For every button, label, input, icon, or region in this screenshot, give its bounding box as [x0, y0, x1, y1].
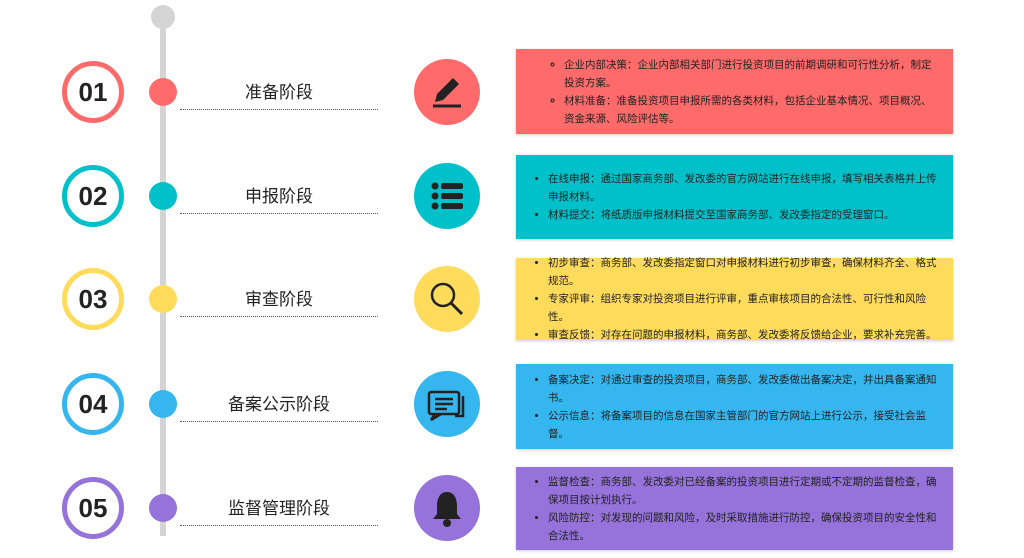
detail-item: 企业内部决策：企业内部相关部门进行投资项目的前期调研和可行性分析，制定投资方案。: [564, 56, 941, 92]
stage-number-badge: 05: [62, 477, 124, 539]
timeline-dot: [149, 494, 177, 522]
stage-title: 申报阶段: [180, 182, 378, 214]
stage-number-badge: 04: [62, 373, 124, 435]
pencil-icon: [414, 59, 480, 125]
stage-title: 监督管理阶段: [180, 494, 378, 526]
message-icon: [414, 371, 480, 437]
detail-item: 初步审查：商务部、发改委指定窗口对申报材料进行初步审查，确保材料齐全、格式规范。: [548, 254, 941, 290]
detail-item: 专家评审：组织专家对投资项目进行评审，重点审核项目的合法性、可行性和风险性。: [548, 290, 941, 326]
stage-detail-box: 企业内部决策：企业内部相关部门进行投资项目的前期调研和可行性分析，制定投资方案。…: [516, 49, 953, 134]
list-icon: [414, 163, 480, 229]
bell-icon: [414, 475, 480, 541]
detail-item: 材料准备：准备投资项目申报所需的各类材料，包括企业基本情况、项目概况、资金来源、…: [564, 92, 941, 128]
stage-detail-box: 初步审查：商务部、发改委指定窗口对申报材料进行初步审查，确保材料齐全、格式规范。…: [516, 257, 953, 341]
timeline-dot: [149, 390, 177, 418]
stage-detail-box: 在线申报：通过国家商务部、发改委的官方网站进行在线申报，填写相关表格并上传申报材…: [516, 155, 953, 239]
detail-item: 风险防控：对发现的问题和风险，及时采取措施进行防控，确保投资项目的安全性和合法性…: [548, 509, 941, 545]
stage-title: 备案公示阶段: [180, 390, 378, 422]
timeline-start-dot: [151, 5, 175, 29]
detail-item: 公示信息：将备案项目的信息在国家主管部门的官方网站上进行公示，接受社会监督。: [548, 407, 941, 443]
stage-number-badge: 02: [62, 165, 124, 227]
search-icon: [414, 266, 480, 332]
stage-title: 准备阶段: [180, 78, 378, 110]
timeline-dot: [149, 285, 177, 313]
stage-number-badge: 03: [62, 268, 124, 330]
timeline-dot: [149, 182, 177, 210]
detail-item: 备案决定：对通过审查的投资项目，商务部、发改委做出备案决定，并出具备案通知书。: [548, 371, 941, 407]
stage-detail-box: 监督检查：商务部、发改委对已经备案的投资项目进行定期或不定期的监督检查，确保项目…: [516, 467, 953, 550]
detail-item: 在线申报：通过国家商务部、发改委的官方网站进行在线申报，填写相关表格并上传申报材…: [548, 170, 941, 206]
detail-item: 审查反馈：对存在问题的申报材料，商务部、发改委将反馈给企业，要求补充完善。: [548, 326, 941, 344]
stage-title: 审查阶段: [180, 285, 378, 317]
detail-item: 材料提交：将纸质版申报材料提交至国家商务部、发改委指定的受理窗口。: [548, 206, 941, 224]
timeline-dot: [149, 78, 177, 106]
stage-detail-box: 备案决定：对通过审查的投资项目，商务部、发改委做出备案决定，并出具备案通知书。公…: [516, 364, 953, 449]
timeline-line: [160, 16, 166, 536]
stage-number-badge: 01: [62, 61, 124, 123]
detail-item: 监督检查：商务部、发改委对已经备案的投资项目进行定期或不定期的监督检查，确保项目…: [548, 473, 941, 509]
